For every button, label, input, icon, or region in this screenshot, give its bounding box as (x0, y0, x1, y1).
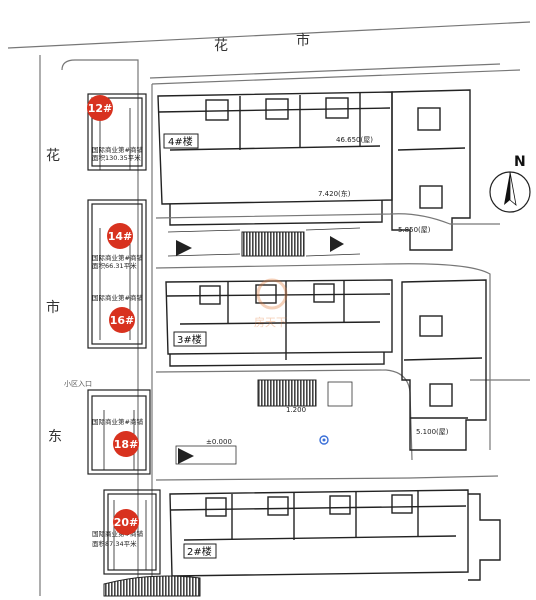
shop-caption: 国际商业第#商铺 (92, 145, 143, 154)
building-label: 4#楼 (168, 135, 193, 148)
shop-area: 面积87.34平米 (92, 539, 137, 548)
street-char: 市 (296, 32, 310, 49)
shop-caption: 国际商业第#商铺 (92, 293, 143, 302)
compass: N (489, 154, 531, 213)
shop-marker-18: 18# (113, 431, 139, 457)
shop-caption: 国际商业第#商铺 (92, 417, 143, 426)
building-label: 3#楼 (177, 333, 202, 346)
shop-marker-16: 16# (109, 307, 135, 333)
building-4-right-block (391, 89, 471, 251)
shop-number: 18# (114, 438, 139, 451)
elevation-notes: 46.650(屋) 7.420(东) 5.850(屋) 5.100(屋) ±0.… (206, 136, 449, 446)
elevation-label: 1.200 (286, 406, 306, 414)
shop-marker-12: 12# (87, 95, 113, 121)
building-3-right-block (401, 279, 487, 451)
shop-markers: 12# 14# 16# 18# 20# (87, 95, 139, 535)
shop-number: 12# (88, 102, 113, 115)
building-labels: 4#楼 3#楼 2#楼 (163, 133, 217, 559)
building-2-outline (169, 489, 501, 581)
shop-marker-20: 20# (113, 509, 139, 535)
bottom-boundary (103, 575, 201, 597)
watermark: 房天下 (254, 278, 288, 329)
shop-number: 14# (108, 230, 133, 243)
street-char: 花 (46, 148, 60, 164)
shop-number: 20# (114, 516, 139, 529)
elevation-label: 46.650(屋) (336, 136, 373, 144)
shop-caption: 国际商业第#商铺 (92, 529, 143, 538)
entrance-label: 小区入口 (64, 379, 92, 388)
shop-marker-14: 14# (107, 223, 133, 249)
street-char: 花 (214, 38, 228, 54)
building-3-outline (165, 279, 393, 367)
elevation-label: 7.420(东) (318, 189, 351, 198)
shop-area: 面积130.35平米 (92, 153, 141, 162)
watermark-logo-icon (256, 278, 288, 310)
watermark-text: 房天下 (254, 316, 287, 329)
shop-caption: 国际商业第#商铺 (92, 253, 143, 262)
north-arrow-icon (504, 172, 510, 205)
parking-ramp-lower (175, 379, 353, 465)
shop-strip (87, 93, 161, 575)
building-4-outline (157, 91, 393, 226)
road-outline (7, 21, 531, 596)
shop-number: 16# (110, 314, 135, 327)
elevation-label: ±0.000 (206, 438, 232, 446)
street-char: 市 (46, 299, 60, 316)
shop-captions: 国际商业第#商铺 面积130.35平米 国际商业第#商铺 面积66.31平米 国… (92, 145, 143, 548)
street-char: 东 (48, 429, 62, 445)
compass-label: N (514, 154, 526, 170)
shop-area: 面积66.31平米 (92, 261, 137, 270)
parking-ramp-upper (167, 227, 361, 257)
fountain-icon (319, 435, 329, 445)
elevation-label: 5.100(屋) (416, 428, 449, 436)
building-label: 2#楼 (187, 545, 212, 558)
street-labels: 花 市 花 市 东 小区入口 (46, 32, 310, 445)
elevation-label: 5.850(屋) (398, 226, 431, 234)
